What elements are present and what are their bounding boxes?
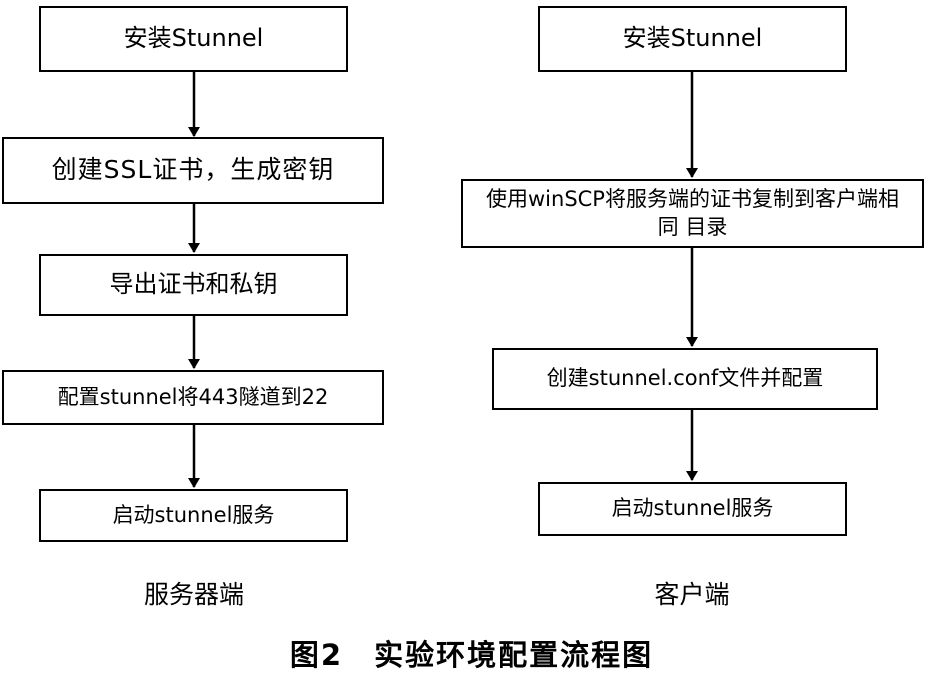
client-step-install: 安装Stunnel	[538, 6, 847, 72]
server-step-configure: 配置stunnel将443隧道到22	[2, 370, 384, 425]
client-caption: 客户端	[654, 580, 730, 609]
server-step-start: 启动stunnel服务	[39, 489, 348, 542]
figure-title: 图2 实验环境配置流程图	[289, 638, 654, 672]
client-step-start: 启动stunnel服务	[538, 482, 847, 536]
server-step-install: 安装Stunnel	[39, 6, 348, 72]
client-step-copy-cert: 使用winSCP将服务端的证书复制到客户端相同 目录	[461, 179, 924, 248]
server-step-export: 导出证书和私钥	[39, 254, 348, 316]
server-step-create-cert: 创建SSL证书，生成密钥	[2, 137, 384, 204]
server-caption: 服务器端	[143, 580, 244, 609]
client-step-create-conf: 创建stunnel.conf文件并配置	[492, 348, 878, 410]
